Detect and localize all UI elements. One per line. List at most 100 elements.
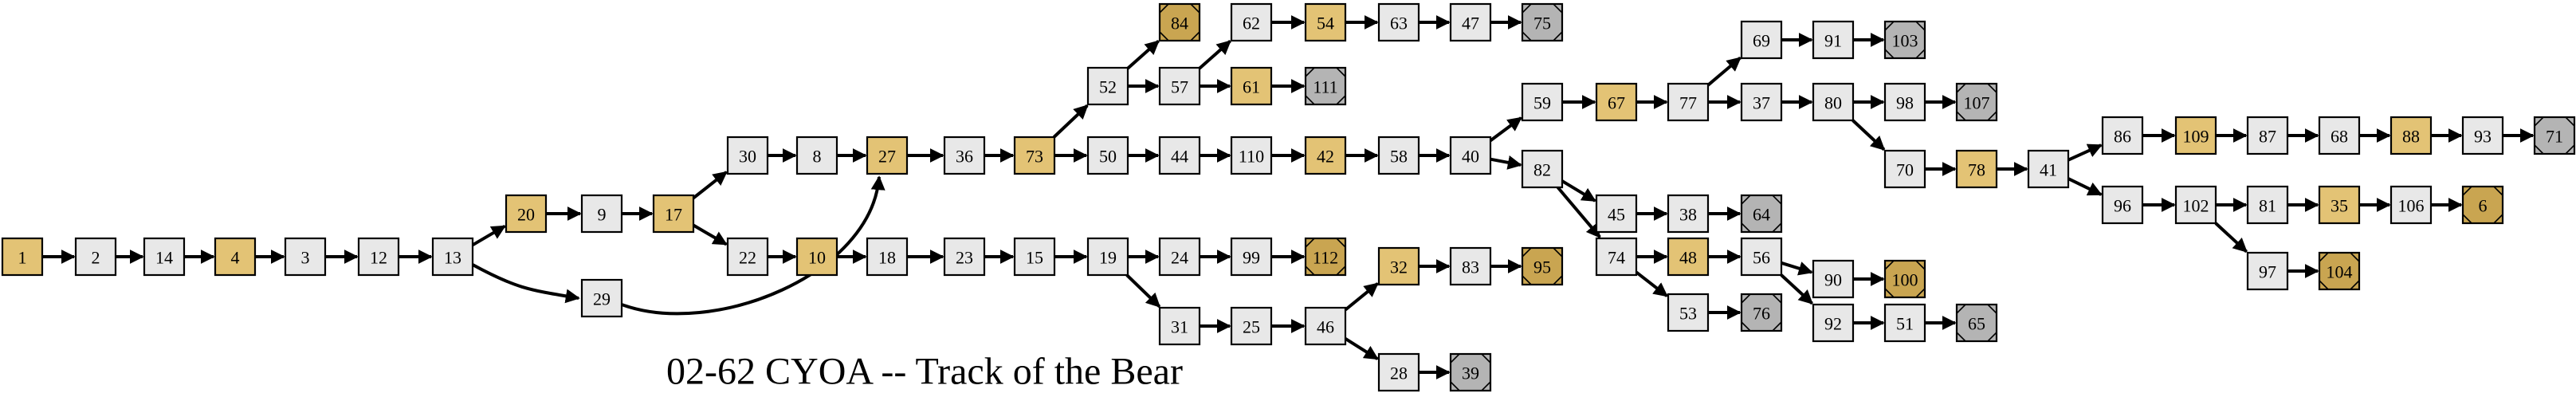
node-2: 2	[74, 237, 117, 277]
ending-octagon-mark	[2462, 186, 2503, 224]
node-label: 31	[1171, 317, 1188, 337]
node-44: 44	[1158, 136, 1201, 175]
node-label: 68	[2331, 127, 2348, 147]
node-box	[1812, 20, 1855, 60]
node-label: 71	[2546, 127, 2563, 147]
node-box	[1883, 149, 1926, 189]
node-label: 53	[1679, 304, 1697, 324]
node-40: 40	[1449, 136, 1492, 175]
node-77: 77	[1667, 82, 1710, 122]
node-41: 41	[2027, 149, 2070, 189]
node-label: 3	[301, 248, 310, 268]
node-box	[2389, 116, 2433, 155]
node-label: 92	[1824, 314, 1842, 334]
edge-46-to-32	[1344, 282, 1379, 312]
node-label: 82	[1533, 160, 1551, 180]
node-label: 81	[2259, 196, 2276, 216]
node-label: 93	[2474, 127, 2492, 147]
node-box	[1377, 136, 1420, 175]
node-54: 54	[1304, 2, 1347, 42]
node-box	[143, 237, 186, 277]
node-label: 95	[1533, 258, 1551, 277]
node-23: 23	[943, 237, 986, 277]
node-90: 90	[1812, 259, 1855, 299]
node-label: 67	[1608, 93, 1625, 113]
node-98: 98	[1883, 82, 1926, 122]
node-label: 10	[808, 248, 826, 268]
edge-82-to-45	[1561, 179, 1596, 202]
node-46: 46	[1304, 306, 1347, 346]
node-box	[1595, 237, 1638, 277]
node-box	[1158, 136, 1201, 175]
edge-13-to-29	[472, 263, 580, 304]
ending-node-107: 107	[1955, 82, 1998, 122]
node-label: 90	[1824, 270, 1842, 290]
node-label: 39	[1462, 364, 1479, 383]
edge-13-to-20	[471, 224, 506, 247]
node-14: 14	[143, 237, 186, 277]
node-box	[866, 136, 909, 175]
node-box	[2318, 116, 2361, 155]
edge-41-to-96	[2067, 177, 2103, 196]
ending-node-75: 75	[1521, 2, 1564, 42]
node-label: 106	[2398, 196, 2425, 216]
node-label: 48	[1679, 248, 1697, 268]
node-box	[1667, 194, 1710, 234]
node-box	[1521, 149, 1564, 189]
ending-node-71: 71	[2533, 116, 2576, 155]
node-label: 69	[1753, 31, 1770, 51]
node-box	[2318, 185, 2361, 225]
node-box	[1230, 136, 1273, 175]
node-label: 23	[956, 248, 973, 268]
node-label: 24	[1171, 248, 1188, 268]
node-label: 59	[1533, 93, 1551, 113]
node-99: 99	[1230, 237, 1273, 277]
ending-octagon-mark	[1522, 3, 1563, 41]
node-box	[1377, 2, 1420, 42]
node-label: 112	[1313, 248, 1338, 268]
node-box	[1304, 2, 1347, 42]
node-label: 20	[517, 205, 535, 225]
edge-102-to-97	[2214, 222, 2248, 254]
node-label: 22	[739, 248, 756, 268]
node-box	[795, 237, 838, 277]
node-box	[1449, 2, 1492, 42]
edge-56-to-92	[1780, 273, 1813, 305]
node-box	[1230, 237, 1273, 277]
node-36: 36	[943, 136, 986, 175]
node-label: 61	[1243, 77, 1260, 97]
node-label: 83	[1462, 258, 1479, 277]
node-box	[2461, 116, 2504, 155]
node-102: 102	[2174, 185, 2217, 225]
edge-29-to-27	[621, 175, 886, 316]
node-label: 17	[665, 205, 682, 225]
node-label: 8	[813, 147, 822, 167]
ending-node-112: 112	[1304, 237, 1347, 277]
node-59: 59	[1521, 82, 1564, 122]
node-box	[1883, 82, 1926, 122]
node-box	[1740, 20, 1783, 60]
node-31: 31	[1158, 306, 1201, 346]
node-label: 13	[444, 248, 461, 268]
node-92: 92	[1812, 303, 1855, 343]
node-70: 70	[1883, 149, 1926, 189]
ending-octagon-mark	[1450, 353, 1491, 391]
node-label: 107	[1964, 93, 1990, 113]
node-label: 44	[1171, 147, 1188, 167]
node-68: 68	[2318, 116, 2361, 155]
ending-octagon-mark	[1956, 304, 1997, 342]
node-box	[505, 194, 548, 234]
node-label: 37	[1753, 93, 1770, 113]
node-box	[357, 237, 400, 277]
node-56: 56	[1740, 237, 1783, 277]
node-label: 78	[1968, 160, 1985, 180]
node-69: 69	[1740, 20, 1783, 60]
node-67: 67	[1595, 82, 1638, 122]
node-box	[580, 194, 623, 234]
node-47: 47	[1449, 2, 1492, 42]
node-box	[2101, 185, 2144, 225]
node-110: 110	[1230, 136, 1273, 175]
node-label: 52	[1099, 77, 1117, 97]
ending-node-104: 104	[2318, 251, 2361, 291]
node-45: 45	[1595, 194, 1638, 234]
